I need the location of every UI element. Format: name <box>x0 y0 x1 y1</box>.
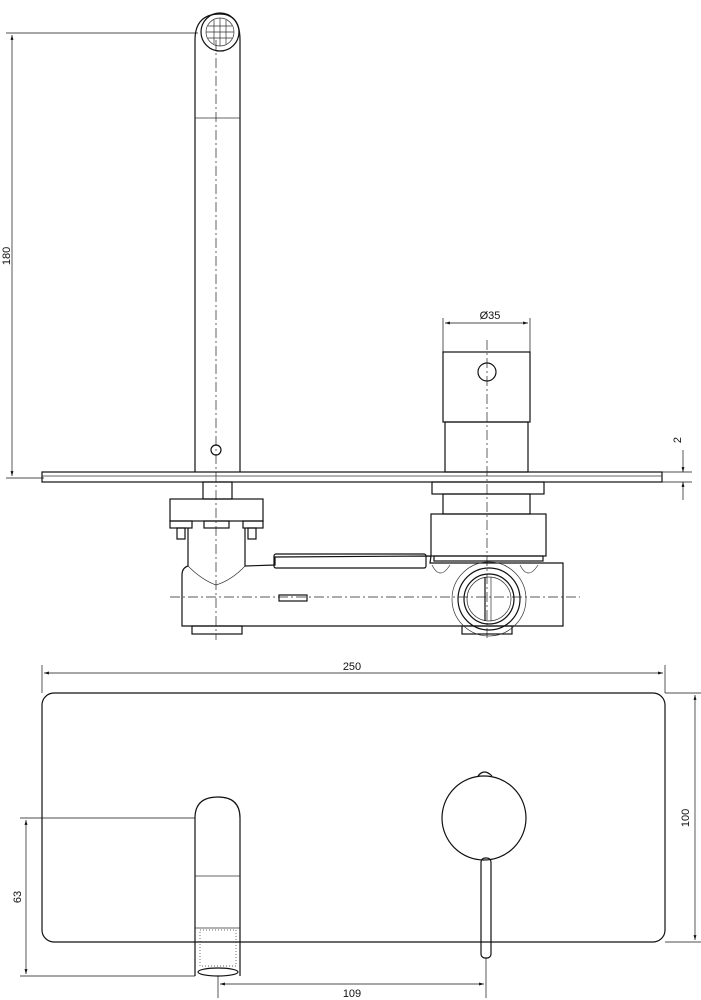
dim-plate-thickness-label: 2 <box>672 437 684 443</box>
dimension-63: 63 <box>12 817 195 977</box>
dim-plate-height-label: 100 <box>680 809 692 827</box>
spout-side <box>194 12 241 640</box>
dim-height-label: 180 <box>1 247 13 265</box>
dimension-100: 100 <box>665 692 701 943</box>
dim-spout-to-handle-label: 109 <box>343 988 361 1000</box>
handle-front <box>441 771 527 959</box>
front-view: 250 100 63 <box>12 661 701 1000</box>
wall-plate-side: 2 <box>41 437 692 500</box>
valve-body <box>169 481 580 637</box>
dimension-250: 250 <box>41 661 666 693</box>
wall-plate-front <box>41 692 666 943</box>
dim-width-label: 250 <box>343 661 361 673</box>
dim-spout-height-label: 63 <box>12 891 24 903</box>
dim-handle-diameter-label: Ø35 <box>480 310 501 322</box>
side-view: 180 2 Ø35 <box>1 12 692 640</box>
handle-side: Ø35 <box>442 310 531 640</box>
dimension-109: 109 <box>217 958 487 1000</box>
dimension-180: 180 <box>1 32 198 479</box>
spout-front <box>194 796 241 977</box>
